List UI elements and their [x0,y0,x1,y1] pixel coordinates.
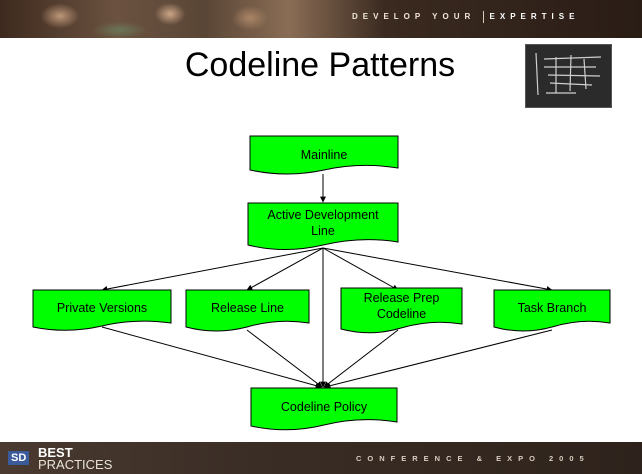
tagline-right: EXPERTISE [489,12,580,22]
label-mainline: Mainline [300,148,348,162]
node-codeline-policy [250,387,398,431]
node-task-branch [493,289,611,332]
node-mainline [249,135,399,175]
edge-active-to-task [322,247,553,292]
label-private-versions: Private Versions [56,301,148,315]
label-prep-line2: Codeline [376,307,427,321]
edge-private-to-policy [101,326,322,389]
slide-header-banner: DEVELOP YOUR EXPERTISE [0,0,642,38]
logo-practices-text: PRACTICES [38,457,113,472]
header-photo [0,0,330,38]
edge-active-to-prep [322,247,399,291]
label-active-line1: Active Development [267,208,379,222]
label-task-branch: Task Branch [517,301,587,315]
footer-event-text: CONFERENCE & EXPO 2005 [356,454,590,463]
thumbnail-image [525,44,612,108]
node-release-line [185,289,310,332]
label-active-development: Active Development Line [248,207,398,239]
logo-best-text: BEST [38,445,73,460]
header-tagline: DEVELOP YOUR EXPERTISE [352,11,579,23]
node-active-development-line [247,202,399,250]
edge-prep-to-policy [323,329,399,388]
logo-sd-badge: SD [8,451,30,465]
edge-active-to-private [101,247,324,292]
edge-active-to-release [246,247,324,291]
label-active-line2: Line [311,224,335,238]
slide-title: Codeline Patterns [184,46,456,84]
label-release-prep-codeline: Release Prep Codeline [341,290,462,322]
edge-task-to-policy [324,329,553,389]
slide-footer-banner: SD BEST PRACTICES CONFERENCE & EXPO 2005 [0,442,642,474]
label-release-line: Release Line [211,301,284,315]
thumbnail-graphic [526,45,611,107]
label-codeline-policy: Codeline Policy [280,400,368,414]
tagline-left: DEVELOP YOUR [352,12,476,22]
node-release-prep-codeline [340,287,463,334]
label-prep-line1: Release Prep [363,291,440,305]
edge-release-to-policy [246,329,323,388]
tagline-divider [482,11,484,23]
node-private-versions [32,289,172,331]
